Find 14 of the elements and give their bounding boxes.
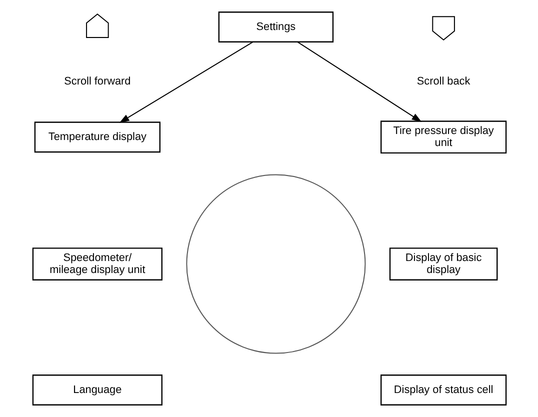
node-box: Display of status cell (380, 374, 506, 406)
arrow (296, 41, 422, 122)
node-circle (186, 174, 366, 354)
node-box: Speedometer/ mileage display unit (32, 248, 162, 280)
node-box: Tire pressure display unit (380, 120, 506, 154)
label: Scroll forward (64, 75, 130, 88)
node-box: Language (32, 374, 162, 406)
node-box: Display of basic display (388, 248, 498, 280)
node-box: Settings (218, 12, 334, 42)
label: Scroll back (416, 75, 470, 88)
node-arrow (86, 13, 108, 38)
node-box: Temperature display (34, 122, 160, 153)
node-arrow (432, 16, 454, 41)
arrow (118, 41, 253, 123)
